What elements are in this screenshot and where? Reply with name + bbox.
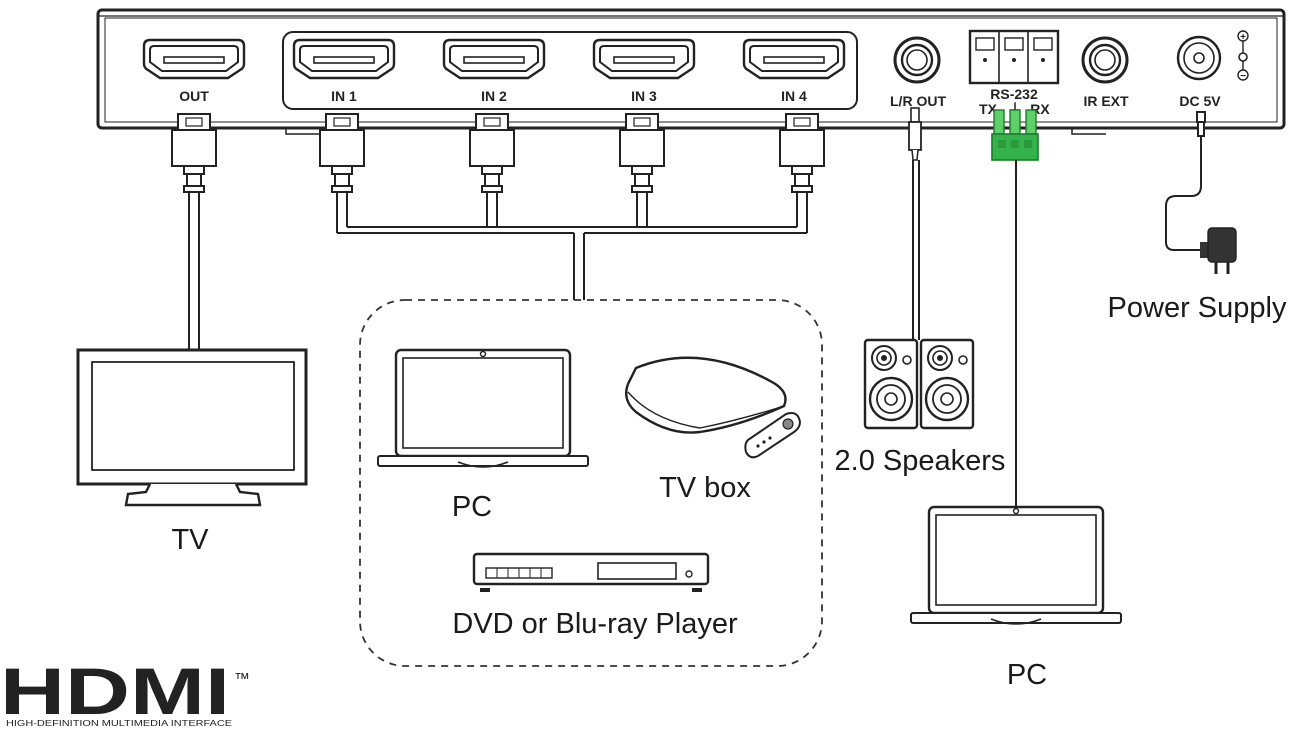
tv-icon — [76, 348, 308, 507]
port-label-in3: IN 3 — [631, 88, 657, 104]
port-label-tx: TX — [979, 101, 998, 117]
speaker-icon — [919, 338, 975, 430]
power-cable — [1165, 111, 1206, 251]
port-label-ir-ext: IR EXT — [1083, 93, 1129, 109]
power-adapter-icon — [1200, 227, 1237, 274]
hdmi-plug-icon — [779, 113, 825, 193]
hdmi-cables — [188, 190, 808, 352]
speakers-label: 2.0 Speakers — [835, 445, 1006, 477]
terminal-block-icon — [968, 29, 1060, 85]
port-label-out: OUT — [179, 88, 209, 104]
terminal-plug-icon — [991, 109, 1039, 510]
power-polarity-minus: − — [1240, 71, 1246, 82]
dc-jack-icon — [1176, 30, 1249, 81]
tv-label: TV — [171, 524, 209, 556]
hdmi-logo: HDMI ™ HIGH-DEFINITION MULTIMEDIA INTERF… — [0, 654, 250, 728]
port-label-lr-out: L/R OUT — [890, 93, 946, 109]
source-pc-label: PC — [452, 491, 492, 523]
port-label-rs232: RS-232 — [990, 86, 1038, 102]
control-pc-label: PC — [1007, 659, 1047, 691]
dvd-player-icon — [472, 552, 710, 592]
laptop-icon — [909, 505, 1123, 626]
speaker-icon — [863, 338, 919, 430]
dvd-label: DVD or Blu-ray Player — [452, 608, 738, 640]
hdmi-port-icon — [742, 38, 846, 80]
laptop-icon — [376, 348, 590, 469]
port-label-in4: IN 4 — [781, 88, 807, 104]
hdmi-wordmark: HDMI — [0, 654, 230, 728]
audio-jack-icon — [1081, 36, 1129, 84]
hdmi-port-icon — [442, 38, 546, 80]
audio-jack-icon — [893, 36, 941, 84]
remote-icon — [744, 412, 802, 459]
power-supply-label: Power Supply — [1108, 292, 1287, 324]
hdmi-tagline: HIGH-DEFINITION MULTIMEDIA INTERFACE — [6, 719, 232, 728]
hdmi-port-icon — [142, 38, 246, 80]
hdmi-port-icon — [592, 38, 696, 80]
tv-box-label: TV box — [659, 472, 751, 504]
port-label-in2: IN 2 — [481, 88, 507, 104]
sources-group — [359, 299, 823, 667]
hdmi-trademark: ™ — [234, 671, 250, 688]
hdmi-plug-icon — [319, 113, 365, 193]
port-label-in1: IN 1 — [331, 88, 357, 104]
audio-cable — [908, 107, 922, 340]
port-label-dc: DC 5V — [1179, 93, 1221, 109]
power-polarity-plus: + — [1240, 32, 1246, 43]
hdmi-port-icon — [292, 38, 396, 80]
hdmi-plug-icon — [171, 113, 217, 193]
hdmi-plug-icon — [619, 113, 665, 193]
hdmi-plug-icon — [469, 113, 515, 193]
tv-box-icon — [625, 356, 787, 434]
